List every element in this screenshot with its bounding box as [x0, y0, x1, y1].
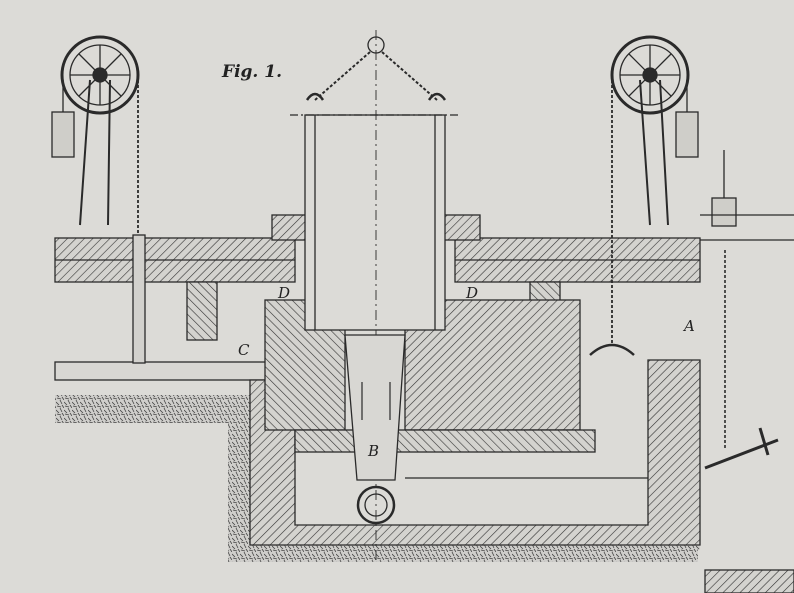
- label-a: A: [684, 317, 695, 335]
- ground-pit-left: [228, 395, 250, 560]
- lifting-ring: [367, 36, 385, 54]
- label-d-left: D: [278, 284, 291, 302]
- figure-title: Fig. 1.: [222, 62, 282, 82]
- pipe: [344, 334, 406, 481]
- label-d-right: D: [466, 284, 479, 302]
- left-wheel: [51, 35, 146, 364]
- label-b: B: [368, 442, 380, 460]
- ground-left: [55, 395, 250, 423]
- lower-slab: [294, 429, 596, 453]
- label-c: C: [238, 341, 250, 359]
- left-pillar: [186, 281, 218, 341]
- bell: [304, 114, 446, 331]
- side-tackle: [700, 150, 794, 470]
- right-wheel: [589, 35, 699, 356]
- pipe-section: [356, 485, 396, 525]
